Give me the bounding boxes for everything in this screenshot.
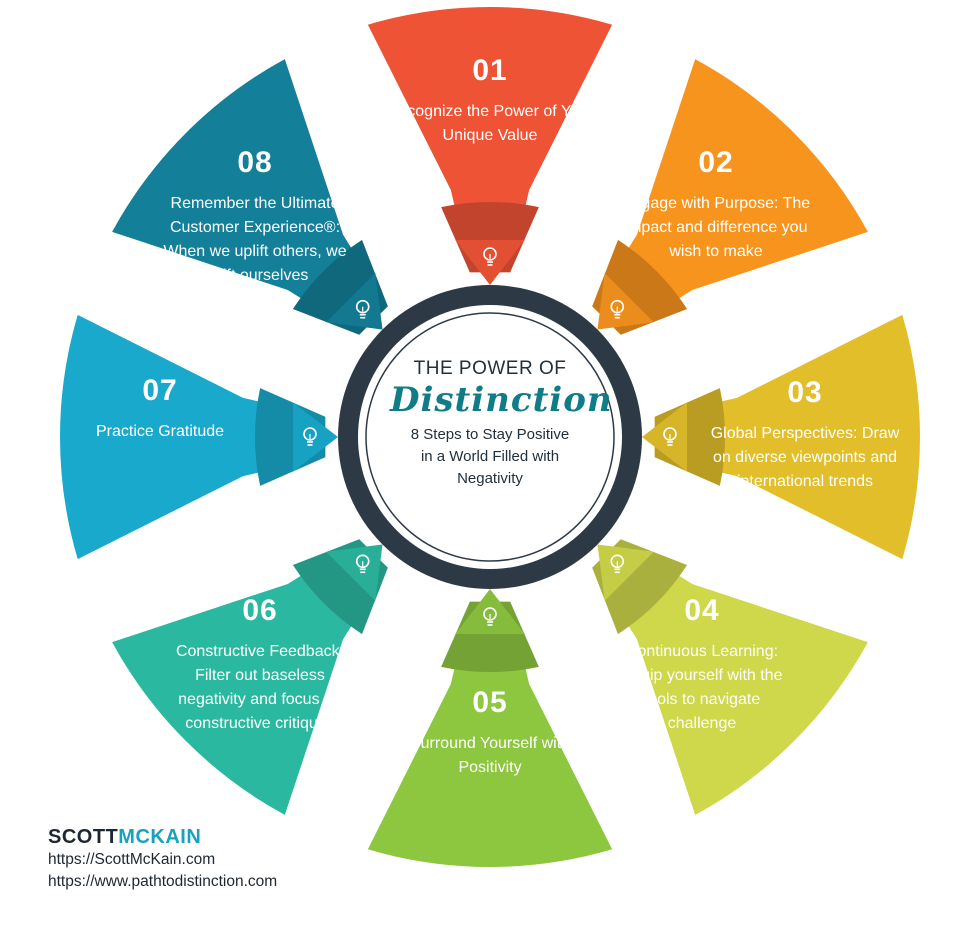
step-arrow-08 — [326, 273, 383, 330]
center-line3: 8 Steps to Stay Positive in a World Fill… — [410, 426, 570, 487]
center-inner-ring — [365, 312, 615, 562]
lightbulb-icon — [663, 427, 677, 446]
step-label: Surround Yourself with Positivity — [409, 735, 571, 776]
step-band-01 — [441, 202, 539, 273]
step-segment-01 — [367, 6, 613, 273]
step-number: 05 — [472, 686, 508, 719]
step-03-text: 03 Global Perspectives: Draw on diverse … — [700, 376, 910, 494]
step-segment-03 — [654, 314, 921, 560]
step-label: Constructive Feedback: Filter out basele… — [175, 643, 345, 732]
step-arrow-02 — [597, 273, 654, 330]
lightbulb-icon — [303, 427, 317, 446]
step-arrow-05 — [455, 589, 525, 634]
step-segment-05 — [367, 601, 613, 867]
step-label: Recognize the Power of Your Unique Value — [386, 103, 594, 144]
step-number: 04 — [684, 594, 720, 627]
step-number: 07 — [142, 374, 178, 407]
center-disc — [370, 317, 610, 557]
step-segment-08 — [112, 59, 388, 335]
lightbulb-icon — [483, 247, 497, 266]
brand-name-part2: MCKAIN — [118, 826, 202, 848]
step-number: 06 — [242, 594, 278, 627]
step-07-text: 07 Practice Gratitude — [80, 374, 240, 444]
brand-url-1[interactable]: https://ScottMcKain.com — [48, 851, 216, 868]
step-04-text: 04 Continuous Learning: Equip yourself w… — [612, 594, 792, 736]
brand-url-2[interactable]: https://www.pathtodistinction.com — [48, 873, 278, 890]
lightbulb-icon — [610, 554, 625, 574]
step-segment-06 — [112, 539, 388, 815]
lightbulb-icon — [610, 299, 625, 319]
step-band-05 — [441, 601, 539, 673]
step-band-03 — [654, 388, 725, 486]
brand-block: SCOTTMCKAIN https://ScottMcKain.com http… — [48, 826, 277, 893]
step-segment-07 — [59, 314, 326, 560]
center-line2: Distinction — [390, 380, 613, 420]
step-label: Engage with Purpose: The impact and diff… — [621, 195, 811, 260]
step-number: 02 — [698, 146, 734, 179]
center-title: THE POWER OF Distinction 8 Steps to Stay… — [390, 352, 613, 522]
step-segment-02 — [592, 59, 868, 335]
step-label: Global Perspectives: Draw on diverse vie… — [710, 425, 900, 490]
step-band-07 — [255, 388, 326, 486]
step-segment-04 — [592, 539, 868, 815]
step-number: 08 — [237, 146, 273, 179]
step-08-text: 08 Remember the Ultimate Customer Experi… — [150, 146, 360, 288]
lightbulb-icon — [355, 299, 370, 319]
step-label: Continuous Learning: Equip yourself with… — [621, 643, 783, 732]
step-number: 03 — [787, 376, 823, 409]
step-label: Remember the Ultimate Customer Experienc… — [163, 195, 347, 284]
brand-name: SCOTTMCKAIN — [48, 826, 277, 849]
lightbulb-icon — [483, 607, 497, 626]
step-02-text: 02 Engage with Purpose: The impact and d… — [607, 146, 825, 264]
step-label: Practice Gratitude — [95, 423, 225, 440]
step-05-text: 05 Surround Yourself with Positivity — [390, 686, 590, 780]
center-line1: THE POWER OF — [413, 358, 567, 379]
step-01-text: 01 Recognize the Power of Your Unique Va… — [380, 54, 600, 148]
step-number: 01 — [472, 54, 508, 87]
lightbulb-icon — [355, 554, 370, 574]
brand-name-part1: SCOTT — [48, 826, 119, 848]
step-06-text: 06 Constructive Feedback: Filter out bas… — [160, 594, 360, 736]
